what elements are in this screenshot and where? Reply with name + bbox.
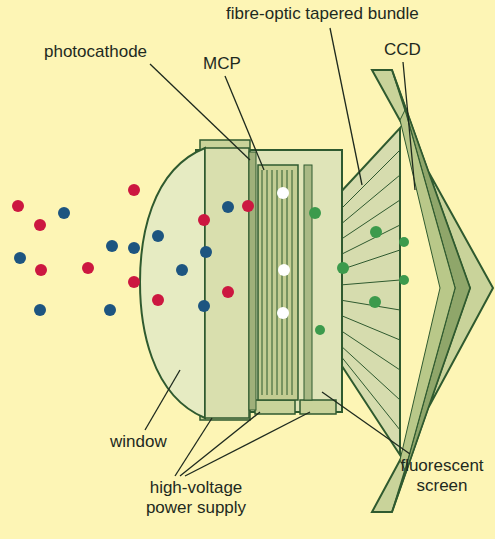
part-label: high-voltage power supply: [130, 478, 262, 518]
part-label: photocathode: [44, 42, 147, 62]
part-label: window: [110, 432, 167, 452]
window-lens: [140, 148, 205, 418]
taper-bundle: [338, 128, 400, 455]
electrode-ring: [255, 400, 295, 414]
part-label: MCP: [203, 54, 241, 74]
fluorescent-screen-layer: [304, 165, 312, 400]
leader-lines: [145, 28, 415, 476]
output-light-dots: [309, 207, 409, 335]
ccd-chip: [400, 110, 455, 470]
window-plate: [205, 148, 249, 418]
mcp-plate: [258, 165, 298, 400]
mcp-channels: [262, 170, 292, 395]
part-label: fluorescent screen: [393, 456, 491, 496]
part-label: fibre-optic tapered bundle: [226, 4, 419, 24]
photocathode-layer: [249, 152, 256, 410]
part-label: CCD: [384, 40, 421, 60]
fibres: [340, 150, 400, 430]
electron-dots: [277, 187, 290, 319]
ccd-frame-inner: [392, 70, 470, 512]
photon-dots: [12, 184, 254, 316]
electrode-ring: [300, 400, 336, 414]
